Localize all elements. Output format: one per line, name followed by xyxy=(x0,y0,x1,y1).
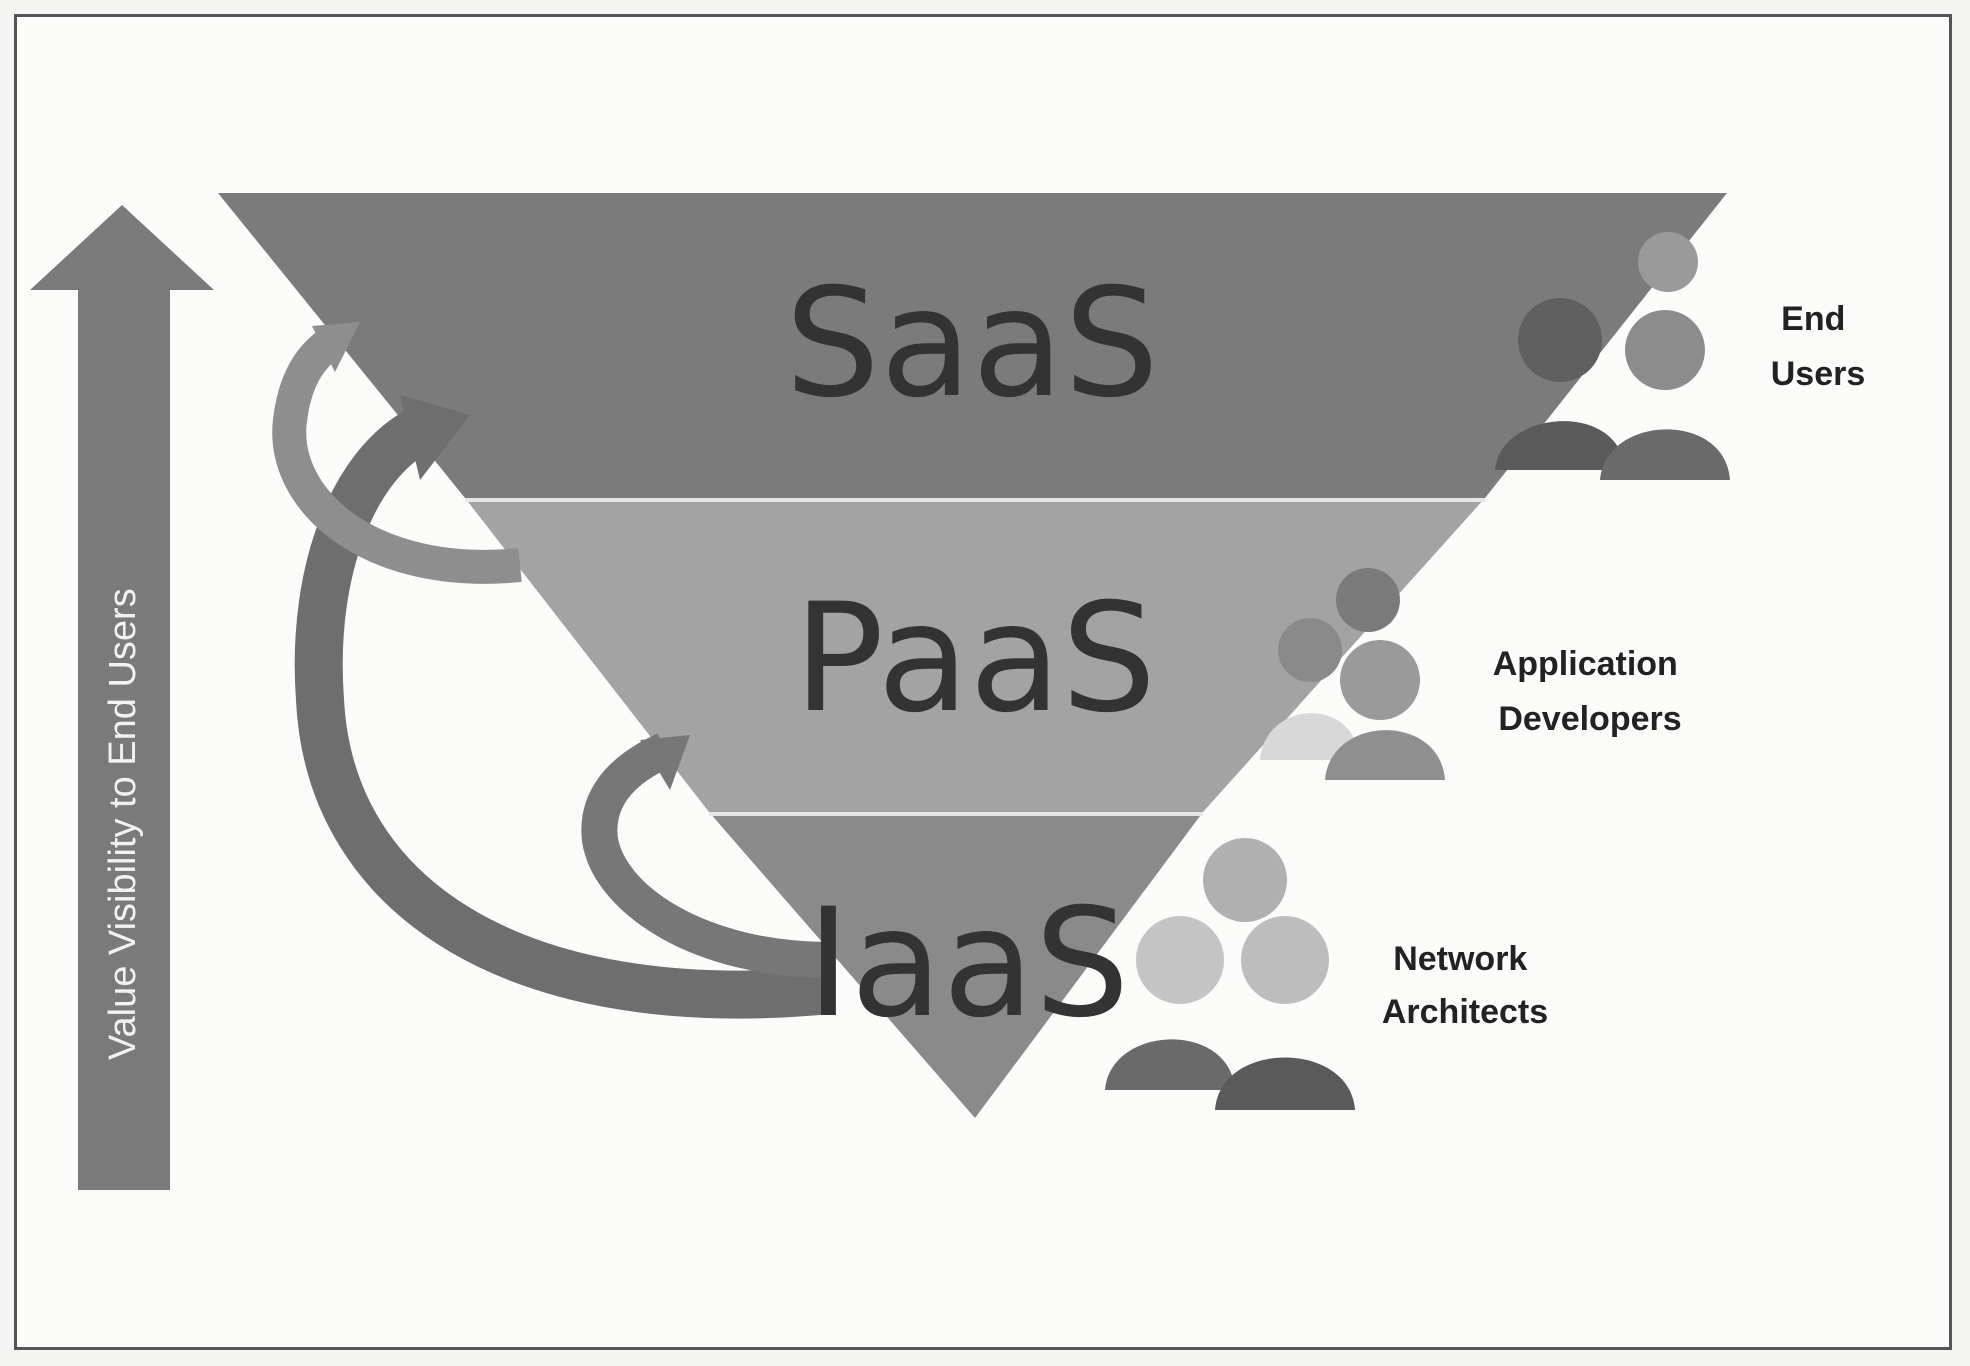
audience-app-developers: Application Developers xyxy=(1493,645,1688,738)
tier-label-iaas: IaaS xyxy=(806,877,1129,1051)
value-visibility-arrow: Value Visibility to End Users xyxy=(30,205,214,1190)
paas-tier xyxy=(465,498,1485,812)
curved-arrows xyxy=(272,322,833,1019)
arrow-iaas-to-saas xyxy=(294,408,833,1019)
developers-icon xyxy=(1260,568,1445,780)
iaas-tier xyxy=(709,812,1203,1118)
arrow-iaas-to-paas xyxy=(581,733,831,978)
end-users-icon xyxy=(1495,232,1730,480)
audience-end-users: End Users xyxy=(1771,300,1866,393)
saas-tier xyxy=(218,193,1727,498)
tier-label-paas: PaaS xyxy=(794,572,1157,746)
architects-icon xyxy=(1105,838,1355,1110)
audience-network-architects: Network Architects xyxy=(1382,940,1548,1031)
axis-label: Value Visibility to End Users xyxy=(102,588,144,1060)
tier-label-saas: SaaS xyxy=(785,257,1159,431)
arrow-paas-to-saas xyxy=(272,325,522,584)
